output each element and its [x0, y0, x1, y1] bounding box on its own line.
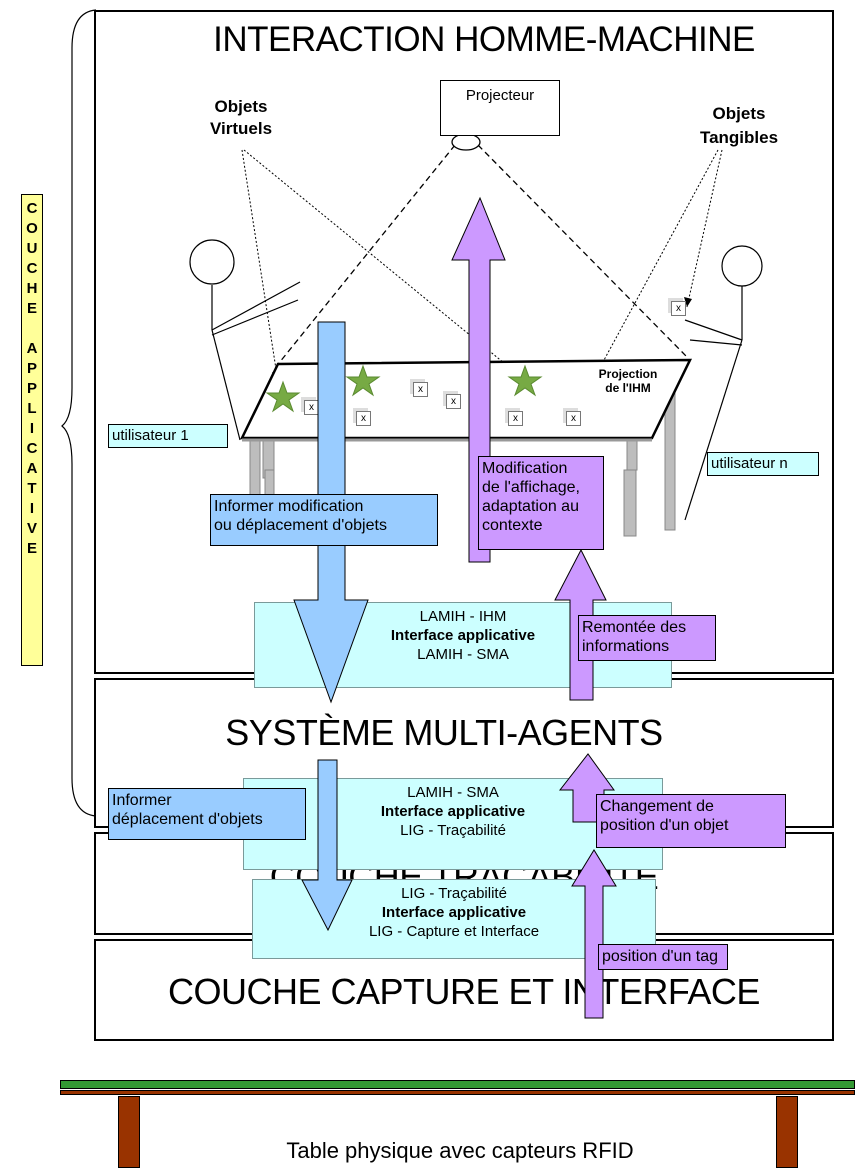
interface-ihm-sma-middle: Interface applicative [390, 627, 536, 644]
note-display-line2: de l'affichage, [482, 479, 580, 496]
vertical-label-letter: C [26, 260, 38, 277]
tangible-marker: x [513, 413, 518, 424]
interface-ihm-sma-bottom: LAMIH - SMA [417, 646, 509, 663]
tangible-object: x [566, 411, 581, 426]
note-upstream-line2: informations [582, 638, 670, 655]
projection-line1: Projection [598, 367, 658, 381]
vertical-label-letter: L [27, 400, 37, 417]
note-inform-modification-line2: ou déplacement d'objets [214, 517, 387, 534]
vertical-label-letter: P [26, 360, 37, 377]
note-tag-position: position d'un tag [598, 944, 728, 970]
tangible-object: x [413, 382, 428, 397]
tangible-marker: x [418, 384, 423, 395]
vertical-label-letter: E [26, 540, 37, 557]
virtual-object-pointers [241, 149, 516, 383]
tangible-objects-line2: Tangibles [699, 128, 779, 147]
physical-table-leg-right [776, 1096, 798, 1168]
vertical-label-letter: V [26, 520, 37, 537]
layer-title-ihm: INTERACTION HOMME-MACHINE [213, 20, 755, 59]
physical-table-top [60, 1080, 855, 1089]
tangible-object: x [508, 411, 523, 426]
vertical-label-letter: P [26, 380, 37, 397]
tangible-marker: x [309, 402, 314, 413]
interface-ihm-sma-top: LAMIH - IHM [419, 608, 507, 625]
virtual-objects-line2: Virtuels [209, 119, 273, 138]
interface-sma-lig-top: LAMIH - SMA [407, 784, 499, 801]
note-inform-modification: Informer modification ou déplacement d'o… [210, 494, 438, 546]
vertical-label-letter: C [26, 200, 38, 217]
interface-sma-lig-bottom: LIG - Traçabilité [400, 822, 506, 839]
layer-brace [61, 9, 97, 817]
vertical-label-letter: C [26, 440, 38, 457]
note-display-line1: Modification [482, 460, 568, 477]
virtual-objects-line1: Objets [214, 97, 268, 116]
projector-label: Projecteur [465, 87, 535, 104]
vertical-label-letter: E [26, 300, 37, 317]
note-display-modification: Modification de l'affichage, adaptation … [478, 456, 604, 550]
tangible-marker: x [361, 413, 366, 424]
projection-line2: de l'IHM [605, 381, 651, 395]
physical-table-edge [60, 1090, 855, 1095]
virtual-object-stars [265, 364, 543, 413]
interface-lig-capture-top: LIG - Traçabilité [401, 885, 507, 902]
tangible-object: x [671, 301, 686, 316]
note-info-upstream: Remontée des informations [578, 615, 716, 661]
user-1-figure [189, 239, 301, 441]
user-n-figure [684, 245, 763, 521]
interface-sma-lig-middle: Interface applicative [380, 803, 526, 820]
tangible-object: x [356, 411, 371, 426]
blue-arrow-down-2 [301, 759, 353, 932]
projector-beams [274, 144, 689, 369]
user-1-label: utilisateur 1 [108, 424, 228, 448]
note-position-change: Changement de position d'un objet [596, 794, 786, 848]
projector-box: Projecteur [440, 80, 560, 136]
layer-title-sma: SYSTÈME MULTI-AGENTS [225, 712, 663, 753]
note-upstream-line1: Remontée des [582, 619, 687, 636]
note-inform-move-line1: Informer [112, 792, 172, 809]
note-position-change-line1: Changement de [600, 798, 714, 815]
projection-label: Projection de l'IHM [588, 367, 668, 395]
purple-arrow-up-4 [571, 849, 617, 1019]
vertical-label-letter: A [26, 340, 38, 357]
vertical-label-letter: T [27, 480, 37, 497]
virtual-objects-label: Objets Virtuels [196, 96, 286, 140]
table-legs [249, 389, 676, 537]
vertical-label-letter: I [29, 420, 35, 437]
tangible-marker: x [451, 396, 456, 407]
physical-table-label: Table physique avec capteurs RFID [286, 1138, 634, 1163]
tangible-objects-label: Objets Tangibles [684, 102, 794, 150]
interface-lig-capture-middle: Interface applicative [381, 904, 527, 921]
vertical-label-letter: I [29, 500, 35, 517]
note-inform-move-line2: déplacement d'objets [112, 811, 263, 828]
vertical-label-letter: H [26, 280, 38, 297]
vertical-label-letter: U [26, 240, 38, 257]
physical-table-leg-left [118, 1096, 140, 1168]
interface-lig-capture-bottom: LIG - Capture et Interface [368, 923, 540, 940]
note-position-change-line2: position d'un objet [600, 817, 729, 834]
vertical-label-letter: O [26, 220, 38, 237]
note-inform-move: Informer déplacement d'objets [108, 788, 306, 840]
tangible-object: x [446, 394, 461, 409]
note-display-line3: adaptation au [482, 498, 579, 515]
vertical-label-letter: A [26, 460, 38, 477]
note-inform-modification-line1: Informer modification [214, 498, 364, 515]
user-n-label: utilisateur n [707, 452, 819, 476]
layer-title-capture: COUCHE CAPTURE ET INTERFACE [168, 971, 760, 1012]
tangible-marker: x [676, 303, 681, 314]
tangible-objects-line1: Objets [712, 104, 766, 123]
tangible-marker: x [571, 413, 576, 424]
note-display-line4: contexte [482, 517, 543, 534]
